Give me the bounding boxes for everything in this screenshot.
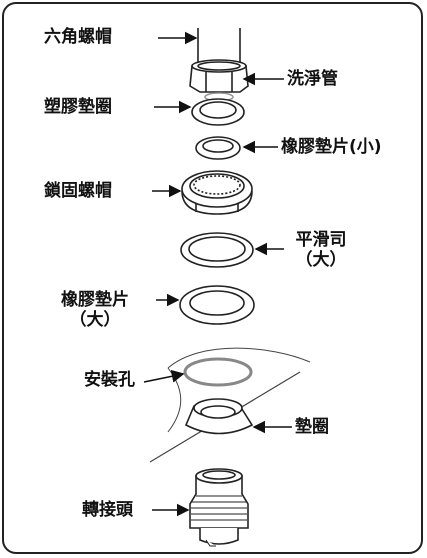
adapter-part — [189, 468, 249, 547]
label-flat-washer-line1: 平滑司 — [295, 230, 347, 250]
label-rubber-gasket-large: 橡膠墊片 （大） — [38, 290, 152, 330]
hex-nut-part — [189, 59, 249, 102]
lock-nut-part — [181, 170, 253, 215]
plastic-gasket-part — [191, 98, 245, 126]
label-rubber-gasket-large-line2: （大） — [69, 310, 121, 330]
label-flat-washer-line2: （大） — [295, 250, 347, 270]
label-flat-washer: 平滑司 （大） — [283, 230, 359, 270]
rubber-gasket-large-part — [179, 285, 255, 325]
washer-part — [184, 398, 254, 435]
arrow-mounting-hole — [143, 369, 185, 383]
mounting-hole-ring — [183, 357, 253, 387]
label-washer: 墊圈 — [295, 417, 329, 437]
label-lock-nut: 鎖固螺帽 — [44, 181, 112, 201]
label-plastic-gasket: 塑膠墊圈 — [44, 97, 112, 117]
label-adapter: 轉接頭 — [82, 500, 133, 520]
label-hex-nut: 六角螺帽 — [44, 27, 112, 47]
label-rubber-gasket-small: 橡膠墊片(小) — [281, 137, 382, 157]
label-mounting-hole: 安裝孔 — [84, 370, 135, 390]
label-wash-pipe: 洗淨管 — [287, 69, 338, 89]
leader-arrows — [143, 31, 292, 517]
rubber-gasket-small-part — [195, 136, 241, 160]
label-rubber-gasket-large-line1: 橡膠墊片 — [61, 290, 129, 310]
flat-washer-part — [180, 232, 254, 268]
